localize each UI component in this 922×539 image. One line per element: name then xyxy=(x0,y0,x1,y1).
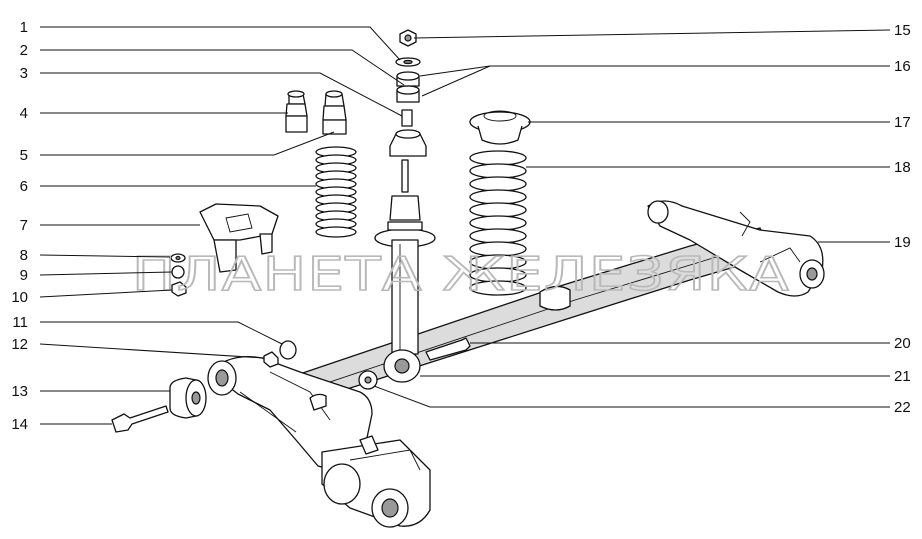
callout-13: 13 xyxy=(11,383,28,400)
spring-coil xyxy=(469,189,527,205)
spring-coil xyxy=(469,280,527,296)
top-mount-parts xyxy=(389,29,531,157)
callout-17: 17 xyxy=(894,114,911,131)
spring-coil xyxy=(469,163,527,179)
callout-5: 5 xyxy=(20,147,28,164)
spring-coil xyxy=(469,150,527,166)
callout-12: 12 xyxy=(11,336,28,353)
leader-lines xyxy=(39,26,891,425)
callout-19: 19 xyxy=(894,234,911,251)
callout-14: 14 xyxy=(11,416,28,433)
callouts-right: 15 16 17 18 19 20 21 22 xyxy=(894,22,911,416)
callout-8: 8 xyxy=(20,247,28,264)
spring-coil xyxy=(469,202,527,218)
boot-fold xyxy=(315,226,357,238)
callout-6: 6 xyxy=(20,178,28,195)
callout-4: 4 xyxy=(20,105,28,122)
watermark-text: ПЛАНЕТА ЖЕЛЕЗЯКА xyxy=(132,247,790,301)
callout-10: 10 xyxy=(11,289,28,306)
callout-21: 21 xyxy=(894,368,911,385)
coil-spring xyxy=(469,150,527,296)
spring-coil xyxy=(469,176,527,192)
spring-coil xyxy=(469,215,527,231)
callout-11: 11 xyxy=(12,314,28,331)
callout-22: 22 xyxy=(894,399,911,416)
callout-1: 1 xyxy=(20,19,28,36)
callout-2: 2 xyxy=(20,42,28,59)
callout-15: 15 xyxy=(894,22,911,39)
callout-9: 9 xyxy=(20,267,28,284)
callout-16: 16 xyxy=(894,58,911,75)
callout-20: 20 xyxy=(894,335,911,352)
spring-coil xyxy=(469,228,527,244)
callout-7: 7 xyxy=(20,217,28,234)
callout-3: 3 xyxy=(20,65,28,82)
callout-18: 18 xyxy=(894,159,911,176)
shock-absorber xyxy=(374,159,436,383)
